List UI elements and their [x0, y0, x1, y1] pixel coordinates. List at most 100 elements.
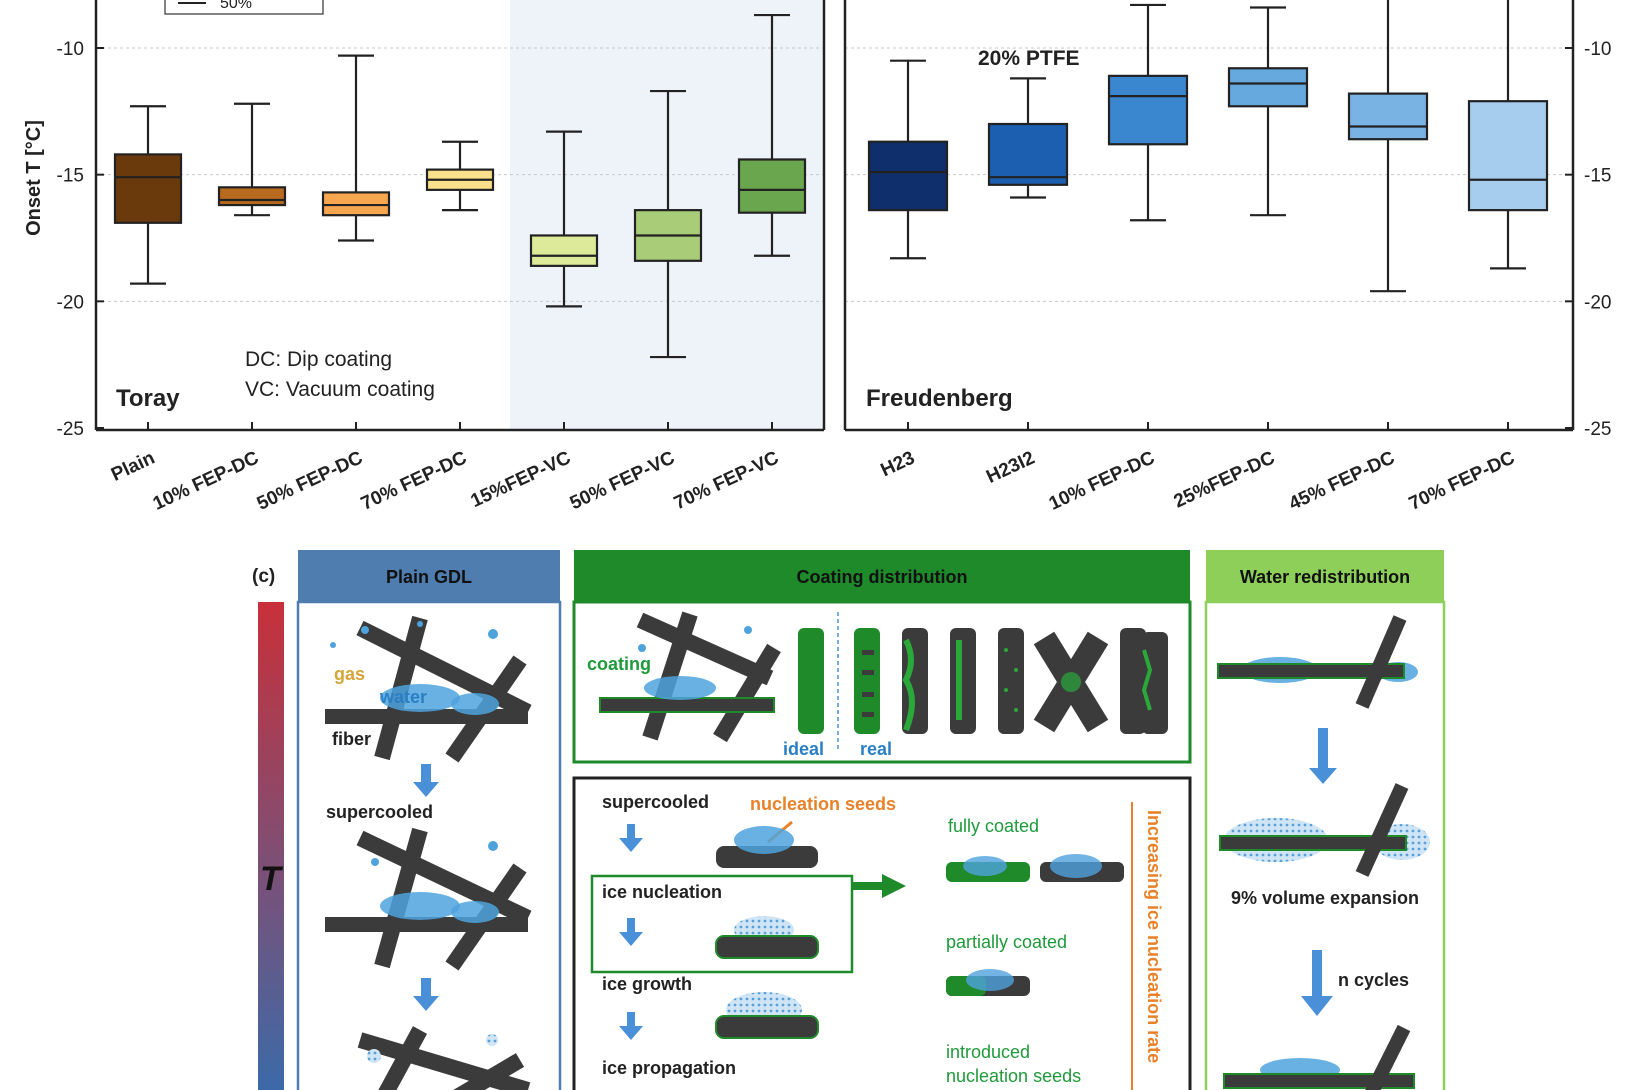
label-coating: coating: [587, 654, 651, 674]
arrow-down-4: [1301, 950, 1333, 1016]
plain-gdl-column: Plain GDL gas water fiber supercooled: [296, 550, 562, 1090]
box-6: [633, 89, 703, 359]
box-iqr: [987, 122, 1069, 186]
legend-label: 50%: [220, 0, 252, 12]
box-5: [1347, 0, 1429, 293]
arrow-down-1: [413, 764, 439, 797]
step-arrow-3: [619, 1012, 643, 1040]
label-water: water: [379, 687, 427, 707]
label-supercooled: supercooled: [326, 802, 433, 822]
fiber-supercooled: [716, 846, 818, 868]
box-2: [217, 102, 287, 217]
step-supercooled: supercooled: [602, 792, 709, 812]
label-n-cycles: n cycles: [1338, 970, 1409, 990]
x-tick-label: Plain: [108, 447, 158, 485]
y-tick-label: -10: [1584, 39, 1611, 60]
fiber-nucleation: [715, 935, 819, 959]
label-nucleation-rate: Increasing ice nucleation rate: [1144, 810, 1164, 1063]
y-tick-label: -25: [1584, 419, 1611, 440]
box-3: [1107, 3, 1189, 222]
plain-gdl-title: Plain GDL: [386, 567, 472, 587]
box-iqr: [529, 234, 599, 267]
fiber-growth: [715, 1015, 819, 1039]
coated-fiber-network: [599, 611, 781, 743]
fiber-network-dry: [325, 615, 532, 763]
box-iqr: [1107, 74, 1189, 146]
step-ice-propagation: ice propagation: [602, 1058, 736, 1078]
fiber-water-stage1: [1217, 615, 1418, 709]
y-tick-label: -20: [57, 292, 84, 313]
x-tick-label: H23: [878, 447, 918, 481]
box-3: [321, 54, 391, 242]
label-partially-coated: partially coated: [946, 932, 1067, 952]
box-iqr: [217, 186, 287, 207]
label-volume-expansion: 9% volume expansion: [1231, 888, 1419, 908]
coating-title: Coating distribution: [797, 567, 968, 587]
label-fiber: fiber: [332, 729, 371, 749]
water-droplet: [380, 684, 460, 712]
x-tick-label: H23I2: [983, 447, 1038, 487]
label-introduced: introduced: [946, 1042, 1030, 1062]
plain-gdl-frame: [296, 600, 562, 1090]
label-fully-coated: fully coated: [948, 816, 1039, 836]
box-4: [1227, 6, 1309, 217]
label-real: real: [860, 739, 892, 759]
box-1: [113, 105, 183, 285]
box-7: [737, 13, 807, 257]
temperature-bar: [258, 602, 284, 1090]
x-tick-label: 10% FEP-DC: [1046, 447, 1158, 514]
coating-top-frame: [572, 600, 1192, 764]
box-1: [867, 59, 949, 260]
plain-gdl-header: [298, 550, 560, 602]
x-tick-label: 70% FEP-VC: [671, 447, 783, 514]
annotation-dc: DC: Dip coating: [245, 348, 392, 371]
label-gas: gas: [334, 664, 365, 684]
panel-c-label: (c): [252, 566, 275, 587]
arrow-down-3: [1309, 728, 1337, 784]
annotation-vc: VC: Vacuum coating: [245, 378, 435, 401]
box-4: [425, 140, 495, 212]
y-tick-label: -15: [57, 166, 84, 187]
x-tick-label: 15%FEP-VC: [468, 447, 575, 512]
box-iqr: [867, 140, 949, 212]
annotation-ptfe: 20% PTFE: [978, 47, 1080, 70]
box-iqr: [1347, 92, 1429, 141]
x-tick-label: 10% FEP-DC: [150, 447, 262, 514]
arrow-down-2: [413, 978, 439, 1011]
step-ice-nucleation: ice nucleation: [602, 882, 722, 902]
x-tick-label: 25%FEP-DC: [1171, 447, 1279, 512]
box-2: [987, 77, 1069, 199]
label-ideal: ideal: [783, 739, 824, 759]
fiber-network-frozen: [357, 1026, 531, 1090]
fiber-cross-sections: [798, 612, 1168, 752]
coating-bottom-frame: [572, 776, 1192, 1090]
y-tick-label: -25: [57, 419, 84, 440]
step-arrow-2: [619, 918, 643, 946]
water-frame: [1204, 600, 1446, 1090]
box-iqr: [1227, 67, 1309, 108]
fiber-ice-stage2: [1219, 783, 1430, 877]
panel-name-freudenberg: Freudenberg: [866, 385, 1013, 412]
x-tick-label: 70% FEP-DC: [1406, 447, 1518, 514]
box-iqr: [113, 153, 183, 224]
water-header: [1206, 550, 1444, 602]
x-tick-label: 50% FEP-VC: [567, 447, 679, 514]
step-ice-growth: ice growth: [602, 974, 692, 994]
coating-header: [574, 550, 1190, 602]
arrow-right: [852, 874, 906, 898]
ice-nucleation-highlight: [590, 874, 854, 974]
toray-ylabel: Onset T [°C]: [23, 120, 45, 236]
step-arrow-1: [619, 824, 643, 852]
label-nucleation-seeds: nucleation seeds: [750, 794, 896, 814]
fiber-stage3: [1223, 1024, 1415, 1090]
box-iqr: [737, 158, 807, 214]
box-iqr: [321, 191, 391, 217]
coating-column: Coating distribution coating: [572, 550, 1192, 1090]
water-redistribution-column: Water redistribution 9% volume expansion…: [1204, 550, 1446, 1090]
x-tick-label: 45% FEP-DC: [1286, 447, 1398, 514]
y-tick-label: -15: [1584, 166, 1611, 187]
y-tick-label: -10: [57, 39, 84, 60]
